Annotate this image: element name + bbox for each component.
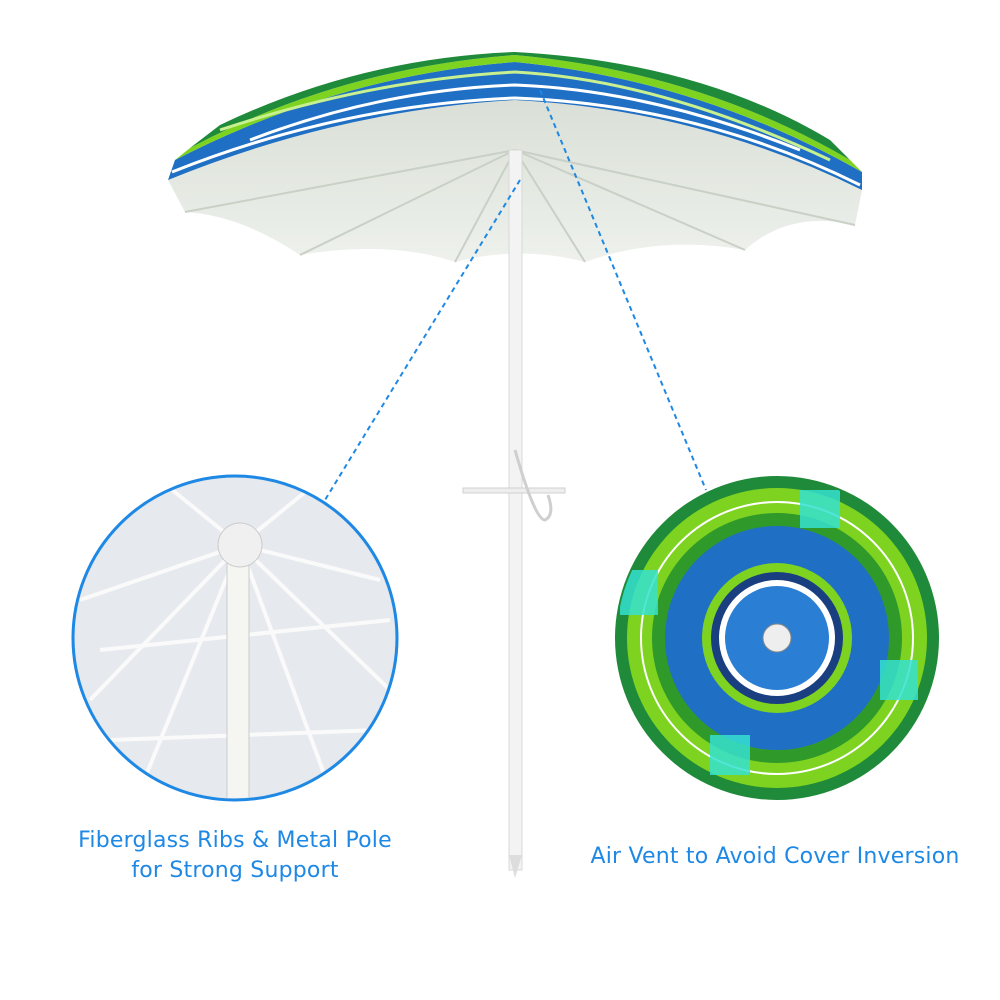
feature-caption-ribs: Fiberglass Ribs & Metal Pole for Strong … [40, 826, 430, 886]
callout-lines [324, 89, 707, 501]
caption-line: for Strong Support [131, 858, 339, 883]
feature-caption-air-vent: Air Vent to Avoid Cover Inversion [560, 842, 990, 872]
caption-line: Air Vent to Avoid Cover Inversion [590, 844, 960, 869]
pole [462, 149, 566, 878]
air-vent-detail-image [615, 476, 939, 800]
caption-line: Fiberglass Ribs & Metal Pole [78, 828, 392, 853]
ribs-detail-image [71, 474, 399, 802]
